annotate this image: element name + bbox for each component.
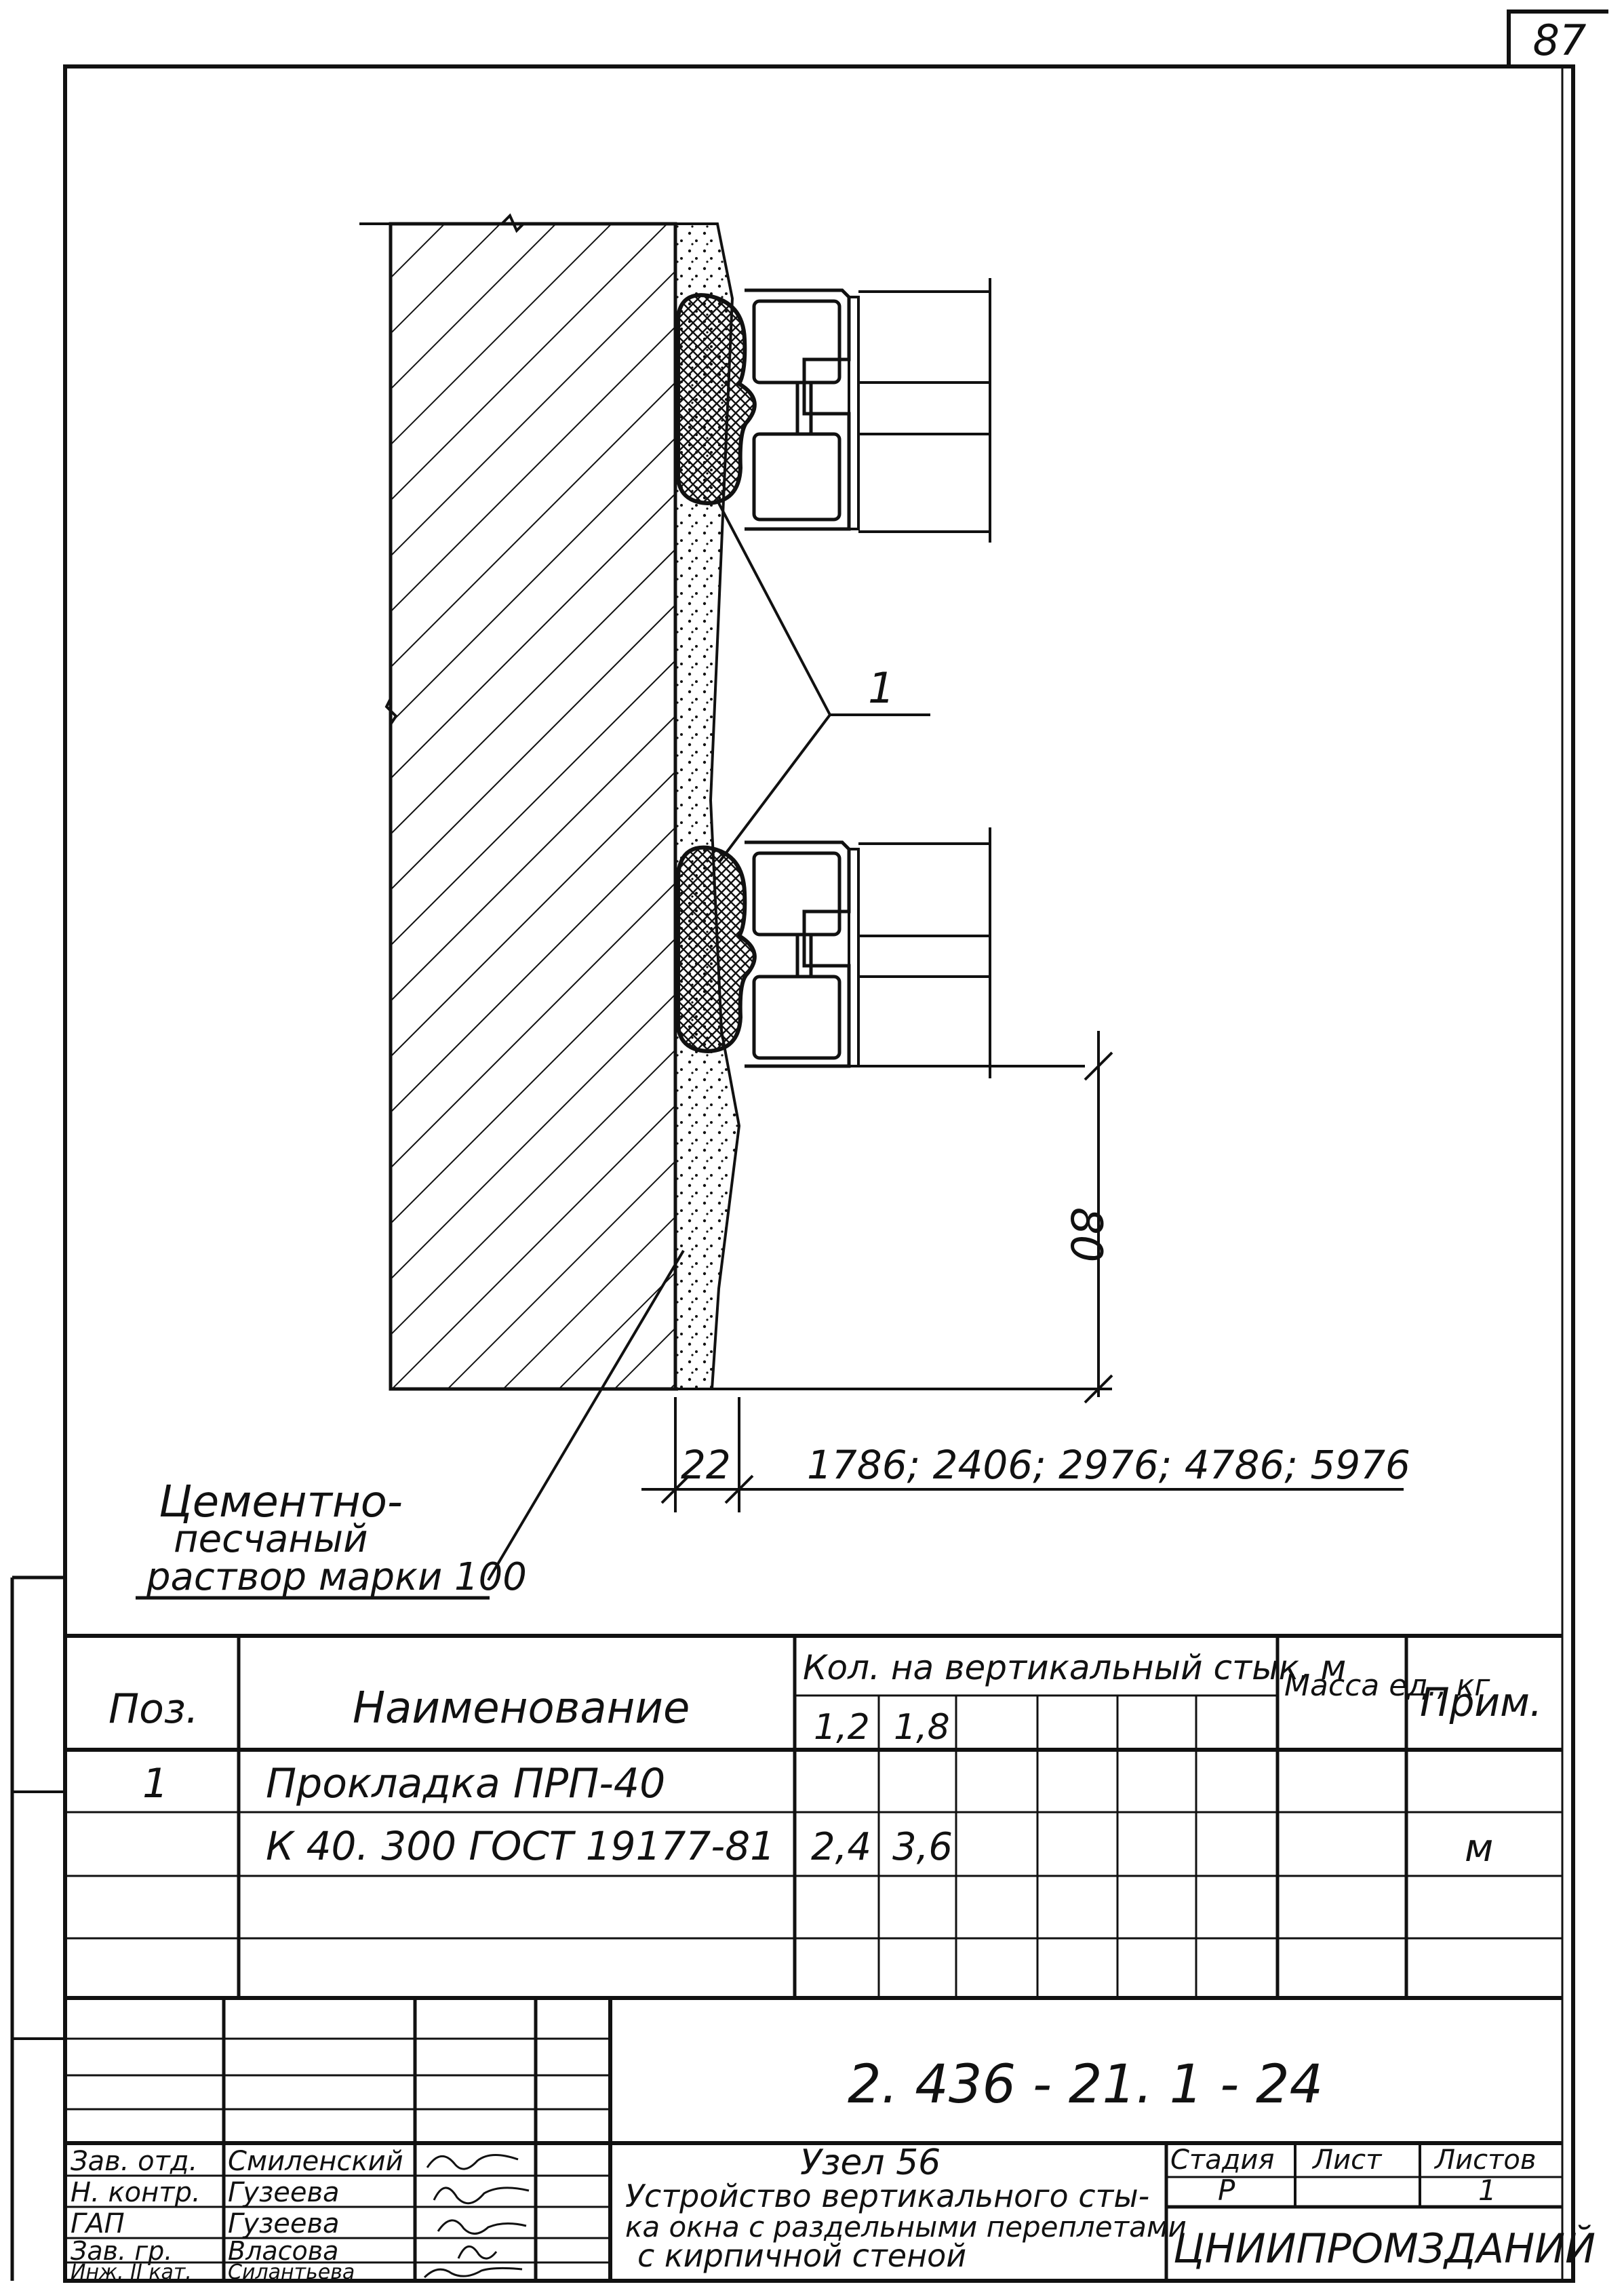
header-note: Прим. xyxy=(1420,1679,1542,1725)
sig-name-3: Гузеева xyxy=(228,2208,340,2239)
organization: ЦНИИПРОМЗДАНИЙ xyxy=(1173,2225,1596,2273)
brick-wall xyxy=(359,213,678,1391)
description-line-1: Устройство вертикального сты- xyxy=(625,2178,1149,2214)
signature-mark-4 xyxy=(457,2246,498,2260)
callout-number: 1 xyxy=(868,663,894,713)
header-qty-col1: 1,2 xyxy=(814,1707,870,1748)
sig-name-4: Власова xyxy=(228,2236,338,2266)
row2-name: К 40. 300 ГОСТ 19177-81 xyxy=(266,1823,775,1869)
title-block xyxy=(65,1998,1562,2281)
sheet-label: Лист xyxy=(1311,2144,1383,2176)
row1-pos: 1 xyxy=(142,1760,168,1807)
spec-table xyxy=(65,1634,1562,2000)
sig-role-3: ГАП xyxy=(71,2208,125,2239)
header-qty-col2: 1,8 xyxy=(894,1707,950,1748)
stage-value: Р xyxy=(1218,2174,1235,2207)
doc-code: 2. 436 - 21. 1 - 24 xyxy=(848,2054,1323,2115)
sig-name-5: Силантьева xyxy=(228,2260,355,2284)
row1-name: Прокладка ПРП-40 xyxy=(266,1760,665,1807)
row2-note: м xyxy=(1465,1826,1493,1870)
horizontal-dimension xyxy=(641,1397,1404,1512)
sig-name-2: Гузеева xyxy=(228,2177,340,2208)
header-name: Наименование xyxy=(353,1683,690,1733)
dimension-left: 22 xyxy=(681,1442,731,1488)
stage-label: Стадия xyxy=(1170,2144,1274,2176)
sig-role-5: Инж. II кат. xyxy=(71,2260,192,2284)
window-frame-profile-lower xyxy=(676,827,1085,1078)
node-title: Узел 56 xyxy=(800,2142,940,2183)
window-frame-profile-upper xyxy=(676,278,991,543)
sig-role-2: Н. контр. xyxy=(71,2177,201,2208)
sheet-number: 87 xyxy=(1507,9,1608,66)
signature-mark-1 xyxy=(426,2153,519,2170)
header-mass: Масса ед., кг xyxy=(1284,1668,1490,1703)
row2-q1: 2,4 xyxy=(811,1825,871,1869)
sheets-label: Листов xyxy=(1433,2144,1536,2176)
sheets-value: 1 xyxy=(1478,2174,1497,2207)
signature-mark-5 xyxy=(423,2267,523,2279)
sig-role-4: Зав. гр. xyxy=(71,2236,172,2266)
callout-leader xyxy=(717,503,930,864)
sig-role-1: Зав. отд. xyxy=(71,2146,197,2177)
row2-q2: 3,6 xyxy=(892,1825,953,1869)
header-qty-title: Кол. на вертикальный стык, м xyxy=(803,1648,1346,1687)
vertical-dimension xyxy=(712,1031,1113,1404)
signature-block: Зав. отд. Смиленский Н. контр. Гузеева Г… xyxy=(71,2146,530,2284)
signature-mark-3 xyxy=(437,2219,527,2235)
signature-mark-2 xyxy=(433,2187,530,2205)
header-pos: Поз. xyxy=(108,1685,199,1733)
dimension-right: 1786; 2406; 2976; 4786; 5976 xyxy=(807,1442,1410,1488)
sig-name-1: Смиленский xyxy=(228,2146,403,2177)
dimension-vertical: 80 xyxy=(1061,1207,1111,1262)
material-line-2: песчаный xyxy=(174,1517,368,1561)
sheet-frame xyxy=(10,64,1575,2283)
material-line-3: раствор марки 100 xyxy=(146,1555,527,1599)
material-line-1: Цементно- xyxy=(159,1477,403,1527)
description-line-2: ка окна с раздельными переплетами xyxy=(625,2210,1187,2243)
material-note: Цементно- песчаный раствор марки 100 xyxy=(136,1477,527,1600)
description-line-3: с кирпичной стеной xyxy=(637,2237,966,2274)
material-leader xyxy=(487,1249,685,1582)
